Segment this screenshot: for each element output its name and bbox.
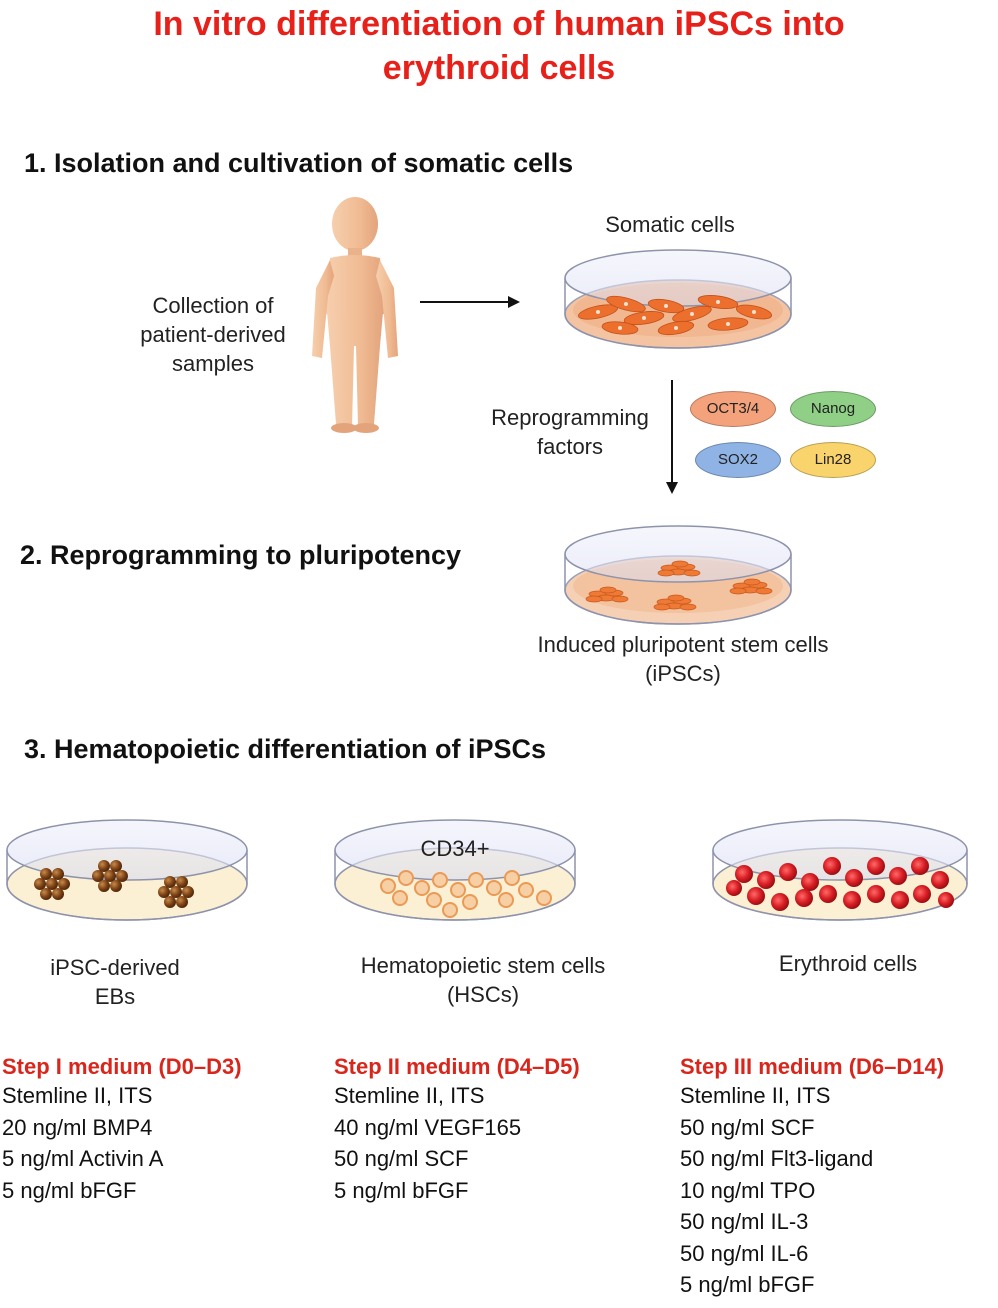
- list-item: Stemline II, ITS: [334, 1083, 485, 1108]
- list-item: 50 ng/ml SCF: [680, 1114, 815, 1140]
- step-1-medium: Step I medium (D0–D3) Stemline II, ITS 2…: [2, 1054, 242, 1206]
- erythroid-cells: [726, 857, 954, 911]
- ipsc-colonies: [585, 560, 773, 611]
- section-2-heading: 2. Reprogramming to pluripotency: [20, 540, 462, 570]
- section-3-heading: 3. Hematopoietic differentiation of iPSC…: [24, 734, 547, 764]
- step-3-medium-title: Step III medium (D6–D14): [680, 1054, 945, 1079]
- arrow-down-icon: [666, 380, 678, 494]
- list-item: 50 ng/ml SCF: [334, 1146, 469, 1171]
- list-item: Stemline II, ITS: [2, 1083, 153, 1108]
- ipsc-label: Induced pluripotent stem cells (iPSCs): [537, 632, 829, 686]
- collection-label: Collection of patient-derived samples: [140, 293, 286, 376]
- hsc-dish: [334, 819, 576, 921]
- factor-nanog: Nanog: [790, 391, 876, 427]
- list-item: 5 ng/ml bFGF: [334, 1177, 469, 1203]
- patient-figure: [312, 197, 398, 433]
- list-item: 5 ng/ml Activin A: [2, 1146, 164, 1171]
- list-item: 20 ng/ml BMP4: [2, 1114, 153, 1140]
- step-2-medium: Step II medium (D4–D5) Stemline II, ITS …: [334, 1054, 580, 1206]
- erythroid-dish: [712, 819, 968, 921]
- section-1-heading: 1. Isolation and cultivation of somatic …: [24, 148, 574, 178]
- step-1-medium-list: Stemline II, ITS 20 ng/ml BMP4 5 ng/ml A…: [2, 1080, 242, 1206]
- eb-dish: [6, 819, 248, 921]
- list-item: 40 ng/ml VEGF165: [334, 1114, 522, 1140]
- factor-sox2: SOX2: [695, 442, 781, 478]
- arrow-right-icon: [420, 296, 520, 308]
- step-2-medium-list: Stemline II, ITS 40 ng/ml VEGF165 50 ng/…: [334, 1080, 580, 1206]
- list-item: 50 ng/ml IL-6: [680, 1240, 809, 1266]
- step-3-medium-list: Stemline II, ITS 50 ng/ml SCF 50 ng/ml F…: [680, 1080, 944, 1301]
- factor-oct34: OCT3/4: [690, 391, 776, 427]
- step-1-medium-title: Step I medium (D0–D3): [2, 1054, 242, 1079]
- reprogramming-factors-label: Reprogramming factors: [491, 405, 649, 459]
- list-item: Stemline II, ITS: [680, 1083, 831, 1108]
- title-line-1: In vitro differentiation of human iPSCs …: [153, 5, 845, 43]
- title-line-2: erythroid cells: [382, 49, 616, 87]
- list-item: 50 ng/ml Flt3-ligand: [680, 1146, 874, 1171]
- list-item: 5 ng/ml bFGF: [2, 1177, 137, 1203]
- hsc-label: Hematopoietic stem cells (HSCs): [360, 953, 606, 1007]
- list-item: 50 ng/ml IL-3: [680, 1209, 809, 1234]
- eb-label: iPSC-derived EBs: [50, 955, 180, 1009]
- erythroid-label: Erythroid cells: [778, 951, 918, 976]
- figure-title: In vitro differentiation of human iPSCs …: [0, 2, 998, 90]
- step-3-medium: Step III medium (D6–D14) Stemline II, IT…: [680, 1054, 944, 1301]
- list-item: 10 ng/ml TPO: [680, 1177, 816, 1203]
- embryoid-bodies: [34, 860, 194, 908]
- cd34-label: CD34+: [420, 836, 490, 861]
- step-2-medium-title: Step II medium (D4–D5): [334, 1054, 580, 1079]
- hematopoietic-stem-cells: [380, 870, 552, 918]
- factor-lin28: Lin28: [790, 442, 876, 478]
- list-item: 5 ng/ml bFGF: [680, 1272, 815, 1297]
- somatic-cells-label: Somatic cells: [605, 212, 735, 237]
- somatic-cells-dish: [564, 249, 792, 349]
- ipsc-dish: [564, 525, 792, 625]
